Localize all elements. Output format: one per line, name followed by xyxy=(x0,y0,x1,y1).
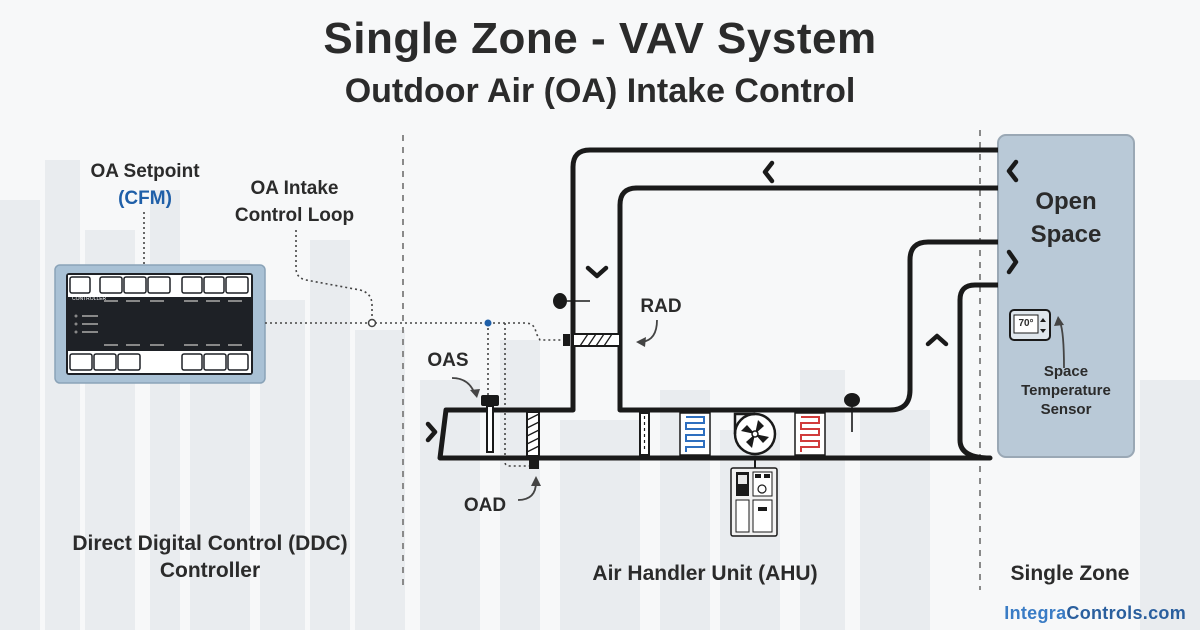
cooling-coil xyxy=(679,412,711,456)
oa-setpoint-label: OA Setpoint (CFM) xyxy=(75,158,215,212)
oa-airflow-station xyxy=(481,395,499,453)
vfd-drive xyxy=(730,458,778,537)
space-temp-sensor-label: Space Temperature Sensor xyxy=(1000,362,1132,419)
loop-label-line2: Control Loop xyxy=(234,205,355,226)
airflow-chevrons xyxy=(425,159,1019,443)
return-temp-sensor xyxy=(553,293,590,309)
loop-label-line1: OA Intake xyxy=(250,178,339,199)
signal-junction-node xyxy=(484,319,492,327)
zone-section-label: Single Zone xyxy=(1010,562,1130,585)
page-title: Single Zone - VAV System xyxy=(323,14,877,63)
oa-setpoint-unit: (CFM) xyxy=(118,188,172,209)
ddc-section-line2: Controller xyxy=(159,559,261,582)
supply-fan xyxy=(733,412,777,456)
oas-label: OAS xyxy=(427,350,469,371)
annotation-arrowheads xyxy=(470,316,1064,486)
controller-tag: CONTROLLER xyxy=(72,296,107,302)
sensor-label-line3: Sensor xyxy=(1040,401,1092,418)
thermostat-reading: 70° xyxy=(1018,318,1034,329)
discharge-temp-sensor xyxy=(844,393,860,432)
brand-link[interactable]: IntegraControls.com xyxy=(1004,603,1186,624)
ahu-ductwork xyxy=(437,147,998,461)
heating-coil xyxy=(794,412,826,456)
sensor-label-line1: Space xyxy=(1043,363,1089,380)
sensor-label-line2: Temperature xyxy=(1021,382,1111,399)
control-loop-node xyxy=(367,318,377,328)
signal-wiring xyxy=(143,212,563,467)
open-space-line2: Space xyxy=(1030,221,1102,248)
page-subtitle: Outdoor Air (OA) Intake Control xyxy=(344,72,856,110)
ddc-section-label: Direct Digital Control (DDC) Controller xyxy=(30,530,390,584)
rad-label: RAD xyxy=(640,296,682,317)
ahu-section-label: Air Handler Unit (AHU) xyxy=(592,562,818,585)
ddc-section-line1: Direct Digital Control (DDC) xyxy=(72,532,348,555)
filter xyxy=(639,412,650,456)
ddc-controller[interactable] xyxy=(54,264,266,384)
open-space-label: Open Space xyxy=(998,185,1134,251)
oad-label: OAD xyxy=(463,495,507,516)
thermostat xyxy=(1009,309,1051,341)
oa-setpoint-text: OA Setpoint xyxy=(90,161,200,182)
brand-part1: Integra xyxy=(1004,603,1067,623)
return-air-damper xyxy=(563,333,621,347)
skyline-backdrop xyxy=(0,160,1200,630)
brand-part2: Controls.com xyxy=(1066,603,1186,623)
oa-intake-loop-label: OA Intake Control Loop xyxy=(222,175,367,229)
open-space-line1: Open xyxy=(1035,188,1097,215)
outdoor-air-damper xyxy=(526,411,540,469)
open-space-zone xyxy=(997,134,1135,458)
